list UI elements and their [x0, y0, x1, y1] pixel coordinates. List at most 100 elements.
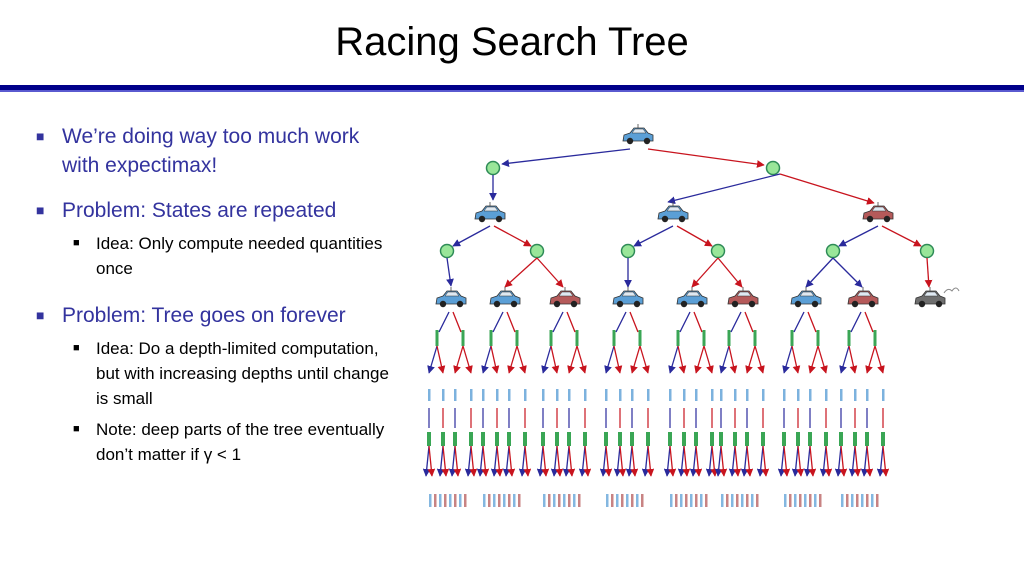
- edge-blue: [446, 257, 454, 287]
- tiny-car-icon: [690, 494, 693, 507]
- edge-red: [507, 345, 518, 374]
- chance-node-icon: [485, 160, 501, 176]
- tiny-car-icon: [711, 389, 714, 401]
- edge-red: [507, 445, 516, 477]
- edge-red: [630, 445, 639, 477]
- tiny-car-icon: [454, 389, 457, 401]
- tiny-car-icon: [584, 389, 587, 401]
- edge-blue: [604, 345, 615, 374]
- tiny-car-icon: [442, 389, 445, 401]
- edge-red: [462, 345, 473, 374]
- edge-red: [629, 311, 639, 333]
- edge-red: [817, 345, 828, 374]
- edge-blue: [578, 445, 587, 477]
- edge-blue: [476, 445, 485, 477]
- race-car-icon: [676, 287, 708, 308]
- tiny-car-icon: [558, 494, 561, 507]
- sub-bullet-3-2: ■ Note: deep parts of the tree eventuall…: [36, 417, 396, 467]
- green-segment: [469, 432, 473, 446]
- tiny-car-icon: [797, 389, 800, 401]
- edge-red: [865, 445, 874, 477]
- race-car-icon: [847, 287, 879, 308]
- tiny-car-icon: [669, 389, 672, 401]
- tiny-car-icon: [647, 389, 650, 401]
- edge-blue: [536, 445, 545, 477]
- tiny-car-icon: [493, 494, 496, 507]
- tiny-car-icon: [756, 494, 759, 507]
- tiny-car-icon: [866, 494, 869, 507]
- edge-blue: [705, 445, 714, 477]
- tiny-car-icon: [568, 389, 571, 401]
- tiny-car-icon: [543, 494, 546, 507]
- edge-red: [481, 445, 490, 477]
- edge-blue: [625, 445, 634, 477]
- race-car-icon: [622, 124, 654, 145]
- edge-blue: [832, 257, 863, 288]
- bullet-text: Problem: Tree goes on forever: [62, 304, 346, 327]
- tiny-car-icon: [854, 389, 857, 401]
- tiny-car-icon: [470, 389, 473, 401]
- green-segment: [853, 432, 857, 446]
- edge-blue: [793, 311, 805, 333]
- tiny-car-icon: [856, 494, 859, 507]
- race-car-icon: [657, 202, 689, 223]
- tiny-car-icon: [731, 494, 734, 507]
- green-segment: [733, 432, 737, 446]
- edge-blue: [838, 225, 879, 247]
- edge-blue: [803, 445, 812, 477]
- green-segment: [881, 432, 885, 446]
- edge-red: [523, 445, 532, 477]
- edge-blue: [438, 311, 450, 333]
- edge-red: [745, 445, 754, 477]
- edge-red: [495, 445, 504, 477]
- bullet-text: We’re doing way too much work with expec…: [62, 125, 360, 177]
- edge-red: [646, 445, 655, 477]
- tiny-car-icon: [518, 494, 521, 507]
- edge-red: [881, 445, 890, 477]
- bullet-text: Problem: States are repeated: [62, 199, 337, 222]
- tiny-car-icon: [746, 494, 749, 507]
- edge-blue: [422, 445, 431, 477]
- race-car-icon: [549, 287, 581, 308]
- edge-blue: [728, 445, 737, 477]
- sub-bullet-marker-icon: ■: [73, 423, 80, 435]
- edge-red: [550, 345, 560, 374]
- edge-red: [694, 345, 705, 374]
- edge-blue: [490, 445, 499, 477]
- edge-red: [710, 445, 719, 477]
- edge-red: [639, 345, 650, 374]
- edge-blue: [805, 257, 834, 288]
- race-car-icon: [435, 287, 467, 308]
- tiny-car-icon: [726, 494, 729, 507]
- edge-blue: [839, 345, 850, 374]
- chance-node-icon: [529, 243, 545, 259]
- edge-red: [555, 445, 564, 477]
- tiny-car-icon: [720, 389, 723, 401]
- search-tree-diagram: [422, 124, 960, 507]
- edge-red: [779, 173, 875, 205]
- sub-bullet-marker-icon: ■: [73, 237, 80, 249]
- edge-red: [703, 345, 714, 374]
- edge-red: [566, 311, 576, 333]
- edge-red: [453, 345, 464, 374]
- green-segment: [865, 432, 869, 446]
- tiny-car-icon: [578, 494, 581, 507]
- tiny-car-icon: [846, 494, 849, 507]
- bullet-2: ■ Problem: States are repeated: [36, 196, 396, 225]
- green-segment: [761, 432, 765, 446]
- edge-red: [874, 345, 885, 374]
- edge-red: [754, 345, 765, 374]
- race-car-icon: [790, 287, 822, 308]
- tiny-car-icon: [683, 389, 686, 401]
- edge-red: [452, 311, 462, 333]
- edge-blue: [436, 445, 445, 477]
- race-car-icon: [914, 287, 960, 308]
- edge-blue: [668, 345, 679, 374]
- green-segment: [719, 432, 723, 446]
- tiny-car-icon: [841, 494, 844, 507]
- edge-red: [469, 445, 478, 477]
- edge-blue: [667, 173, 781, 205]
- sub-bullet-text: Note: deep parts of the tree eventually …: [96, 420, 385, 464]
- tiny-car-icon: [429, 494, 432, 507]
- edge-red: [647, 148, 765, 168]
